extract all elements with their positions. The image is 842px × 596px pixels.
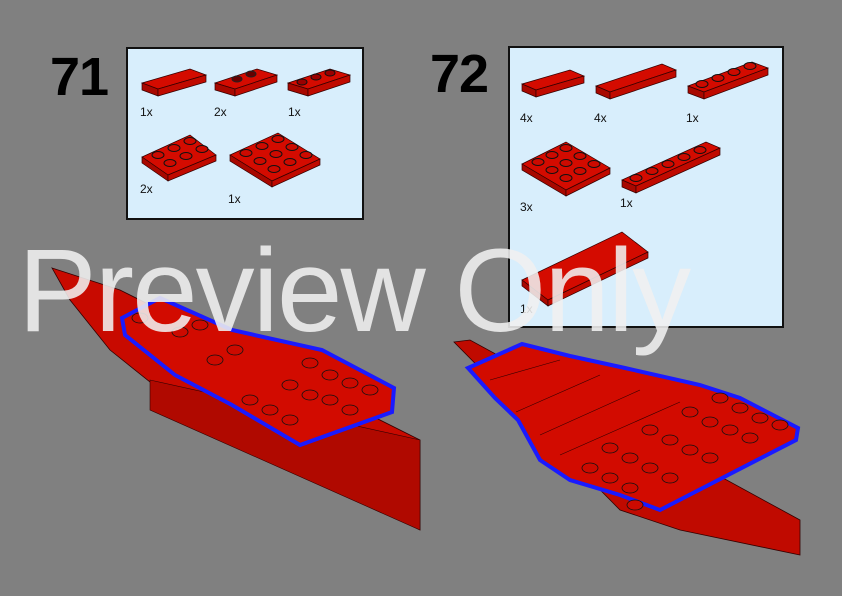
part-qty: 2x xyxy=(140,182,153,196)
part-qty: 1x xyxy=(686,111,699,125)
model-step-72-illustration xyxy=(453,339,801,556)
part-qty: 1x xyxy=(140,105,153,119)
part-qty: 2x xyxy=(214,105,227,119)
part-qty: 3x xyxy=(520,200,533,214)
part-tile-2x8-icon xyxy=(521,231,649,307)
model-step-71-illustration xyxy=(51,267,421,531)
part-qty: 1x xyxy=(620,196,633,210)
part-plate-3x3-icon xyxy=(521,141,611,197)
part-plate-3x3-icon xyxy=(229,132,321,188)
part-plate-2x3-icon xyxy=(141,134,217,182)
part-plate-1x4-icon xyxy=(687,61,769,100)
step-number-71: 71 xyxy=(50,47,109,107)
parts-list-71: 1x 2x 1x 2x 1x xyxy=(126,47,364,220)
parts-list-72: 4x 4x 1x 3x 1x 1x xyxy=(508,46,784,328)
part-plate-1x3-icon xyxy=(286,68,352,97)
part-tile-1x4-icon xyxy=(520,69,586,98)
part-tile-1x6-icon xyxy=(595,63,677,100)
step-number-72: 72 xyxy=(430,44,489,104)
part-plate-1x3-jumper-icon xyxy=(213,68,279,97)
part-tile-1x4-icon xyxy=(140,68,208,97)
part-qty: 1x xyxy=(520,302,533,316)
part-qty: 4x xyxy=(594,111,607,125)
part-plate-1x6-icon xyxy=(621,141,721,194)
part-qty: 4x xyxy=(520,111,533,125)
part-qty: 1x xyxy=(228,192,241,206)
part-qty: 1x xyxy=(288,105,301,119)
